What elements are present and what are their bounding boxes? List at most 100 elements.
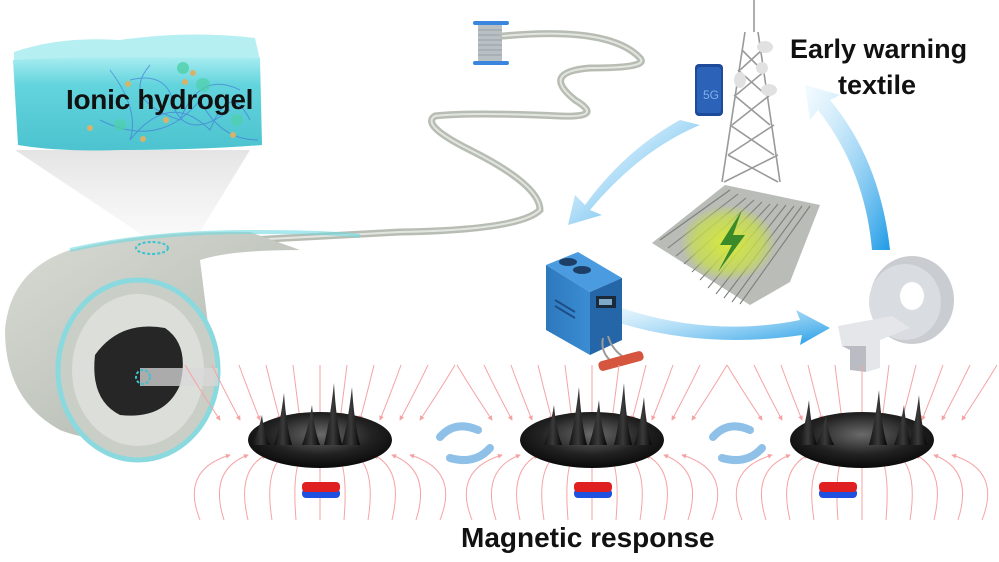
woven-textile	[652, 185, 820, 305]
field-line	[269, 454, 285, 521]
ferrofluid-spike	[342, 387, 360, 445]
field-line	[211, 364, 241, 421]
field-line	[244, 454, 267, 521]
ferrofluid-disc	[248, 412, 392, 468]
ferrofluid-panel	[456, 364, 728, 521]
field-line	[951, 453, 989, 521]
ferrofluid-spike	[909, 395, 927, 445]
field-line	[726, 364, 763, 421]
ferrofluid-spike	[614, 383, 632, 445]
field-line	[490, 454, 521, 521]
field-line	[409, 453, 447, 521]
fiber-core	[94, 326, 183, 416]
magnetic-response-label: Magnetic response	[461, 522, 715, 553]
ferrofluid-spike	[252, 415, 270, 445]
hydrogel-label: Ionic hydrogel	[66, 84, 254, 115]
field-line	[355, 454, 371, 521]
field-line	[218, 454, 249, 521]
field-line	[373, 454, 396, 521]
field-line	[933, 454, 964, 521]
ferrofluid-spike	[544, 405, 562, 445]
lightning-bolt-icon	[718, 210, 745, 272]
field-line	[807, 364, 824, 421]
field-line	[391, 454, 422, 521]
field-line	[663, 454, 694, 521]
ferrofluid-spike	[634, 397, 652, 445]
field-line	[265, 364, 282, 421]
field-line	[292, 364, 302, 421]
induction-heater	[546, 252, 644, 371]
polymer-network	[99, 64, 259, 141]
field-line	[735, 453, 773, 521]
field-line	[897, 454, 913, 521]
smartphone	[695, 64, 723, 116]
field-line	[915, 454, 938, 521]
magnet-north-pole	[819, 482, 857, 492]
field-line	[564, 364, 574, 421]
early-warning-label: Early warning	[790, 34, 968, 64]
field-line	[510, 364, 533, 421]
field-line	[541, 454, 557, 521]
field-line	[184, 364, 221, 421]
field-line	[681, 453, 719, 521]
cell-tower	[721, 0, 781, 183]
signal-arrows	[568, 85, 890, 345]
ferrofluid-spike	[274, 393, 292, 445]
field-line	[834, 364, 844, 421]
fiber-highlight	[249, 32, 643, 241]
field-line	[921, 364, 944, 421]
ferrofluid-spike	[894, 405, 912, 445]
arrow-heater-to-mri	[600, 300, 830, 345]
cycle-arrows-1	[436, 422, 494, 464]
field-line	[630, 364, 647, 421]
coaxial-fiber	[5, 229, 361, 463]
induction-coil	[598, 351, 644, 371]
field-line	[193, 453, 231, 521]
field-line	[645, 454, 668, 521]
magnet-north-pole	[574, 482, 612, 492]
field-line	[780, 364, 803, 421]
field-line	[419, 364, 456, 421]
mri-scanner	[838, 256, 954, 372]
field-line	[465, 453, 503, 521]
arrow-tower-to-heater	[568, 120, 700, 225]
field-line	[760, 454, 791, 521]
field-line	[610, 364, 620, 421]
field-line	[483, 364, 513, 421]
field-line	[753, 364, 783, 421]
ferrofluid-panel	[726, 364, 998, 521]
ferrofluid-panels	[184, 364, 998, 521]
ferrofluid-spike	[569, 387, 587, 445]
magnet-north-pole	[302, 482, 340, 492]
ion-particles	[87, 62, 243, 142]
hydrogel-top-face	[14, 34, 260, 64]
field-line	[651, 364, 674, 421]
field-line	[338, 364, 348, 421]
ferrofluid-panel	[184, 364, 456, 521]
phone-5g-badge: 5G	[703, 88, 720, 102]
field-line	[691, 364, 728, 421]
field-line	[671, 364, 701, 421]
field-line	[537, 364, 554, 421]
field-line	[379, 364, 402, 421]
field-line	[880, 364, 890, 421]
field-line	[456, 364, 493, 421]
cycle-arrows-2	[709, 422, 766, 464]
field-line	[961, 364, 998, 421]
ionic-hydrogel-block	[13, 34, 262, 240]
field-line	[399, 364, 429, 421]
ferrofluid-spike	[869, 390, 887, 445]
ferrofluid-spike	[324, 383, 342, 445]
ferrofluid-spike	[302, 405, 320, 445]
field-line	[238, 364, 261, 421]
field-line	[358, 364, 375, 421]
ferrofluid-spike	[589, 400, 607, 445]
field-line	[516, 454, 539, 521]
magnifier-funnel	[15, 150, 250, 240]
ferrofluid-spike	[799, 400, 817, 445]
field-line	[627, 454, 643, 521]
textile-label: textile	[838, 70, 917, 100]
field-line	[786, 454, 809, 521]
core-probe	[140, 368, 218, 386]
